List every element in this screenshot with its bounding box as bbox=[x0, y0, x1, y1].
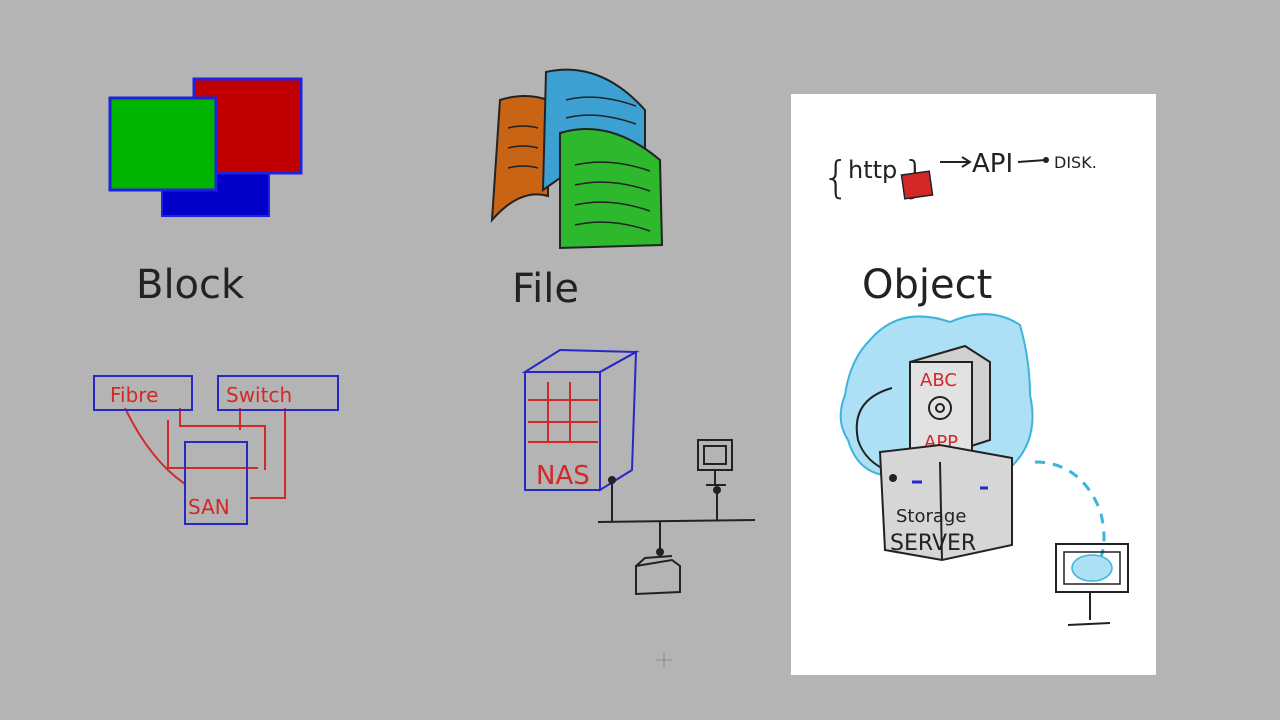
object-label: Object bbox=[862, 262, 992, 308]
disk-label: DISK. bbox=[1054, 153, 1097, 172]
file-storage-illustration bbox=[490, 68, 664, 250]
app-top-label: ABC bbox=[920, 370, 957, 391]
block-label: Block bbox=[136, 262, 245, 308]
network-bus-line bbox=[597, 519, 756, 523]
switch-box bbox=[217, 375, 339, 411]
api-label: API bbox=[972, 149, 1013, 179]
object-cloud-diagram: ABC APP Storage SERVER bbox=[839, 313, 1129, 626]
file-green-document bbox=[559, 128, 664, 250]
nas-box-side bbox=[599, 350, 638, 492]
cursor-crosshair-icon bbox=[656, 652, 672, 668]
server-cube bbox=[635, 555, 681, 596]
block-green-square bbox=[108, 96, 218, 192]
switch-label: Switch bbox=[226, 383, 292, 407]
file-label: File bbox=[512, 266, 579, 312]
nas-label: NAS bbox=[536, 461, 590, 491]
client-monitor bbox=[1055, 543, 1129, 593]
http-label: http bbox=[848, 156, 897, 184]
svg-text:{: { bbox=[822, 152, 850, 203]
http-request-icon bbox=[900, 170, 934, 200]
fibre-switch-box bbox=[93, 375, 193, 411]
san-box bbox=[184, 441, 248, 525]
san-label: SAN bbox=[188, 495, 230, 519]
san-network-diagram: Fibre Switch SAN bbox=[93, 375, 339, 525]
storage-bottom-label: SERVER bbox=[890, 531, 976, 556]
nas-box bbox=[524, 371, 601, 491]
storage-top-label: Storage bbox=[896, 506, 966, 527]
block-storage-illustration bbox=[108, 77, 303, 217]
nas-network-diagram: NAS bbox=[521, 348, 756, 596]
fibre-label: Fibre bbox=[110, 383, 158, 407]
file-orange-document bbox=[490, 95, 549, 223]
http-api-flow: { http } API DISK. bbox=[822, 149, 1097, 203]
